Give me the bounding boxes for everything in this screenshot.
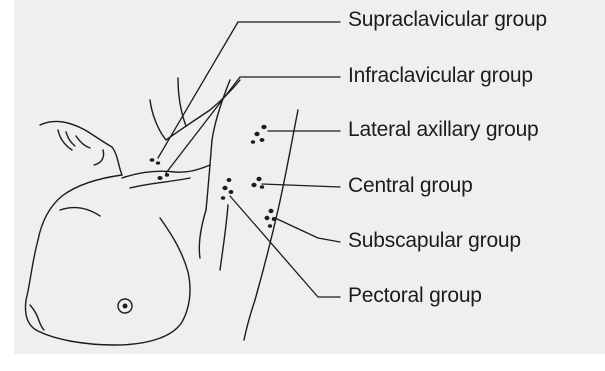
label-central-group: Central group	[348, 175, 473, 196]
leader-subscapular	[275, 218, 340, 242]
leader-pectoral	[230, 196, 340, 297]
axilla-fold	[199, 210, 206, 258]
left-torso-edge	[25, 240, 38, 330]
label-subscapular-group: Subscapular group	[348, 230, 521, 251]
chin-line	[40, 121, 112, 147]
label-infraclavicular-group: Infraclavicular group	[348, 65, 533, 86]
sternum-shadow	[60, 208, 100, 216]
breast-outline	[36, 218, 190, 345]
infraclavicular-nodes	[157, 173, 169, 180]
leader-infraclavicular	[166, 77, 340, 173]
neck-side	[94, 150, 104, 165]
neck-front	[112, 147, 122, 175]
arm-upper-inner	[178, 78, 186, 126]
pectoral-nodes	[221, 178, 234, 200]
nipple-inner	[123, 304, 127, 308]
central-nodes	[251, 177, 264, 189]
ear-hair	[58, 130, 90, 150]
label-supraclavicular-group: Supraclavicular group	[348, 9, 547, 30]
label-pectoral-group: Pectoral group	[348, 285, 482, 306]
supraclavicular-nodes	[150, 158, 161, 164]
leader-lines	[158, 22, 340, 297]
leader-central	[262, 184, 340, 187]
arm-inner-edge	[206, 80, 230, 210]
back-line-inner	[220, 205, 228, 270]
leader-supraclavicular	[158, 22, 340, 158]
label-lateral-axillary-group: Lateral axillary group	[348, 119, 539, 140]
torso-outline	[25, 78, 298, 345]
lateral-axillary-nodes	[251, 125, 267, 144]
